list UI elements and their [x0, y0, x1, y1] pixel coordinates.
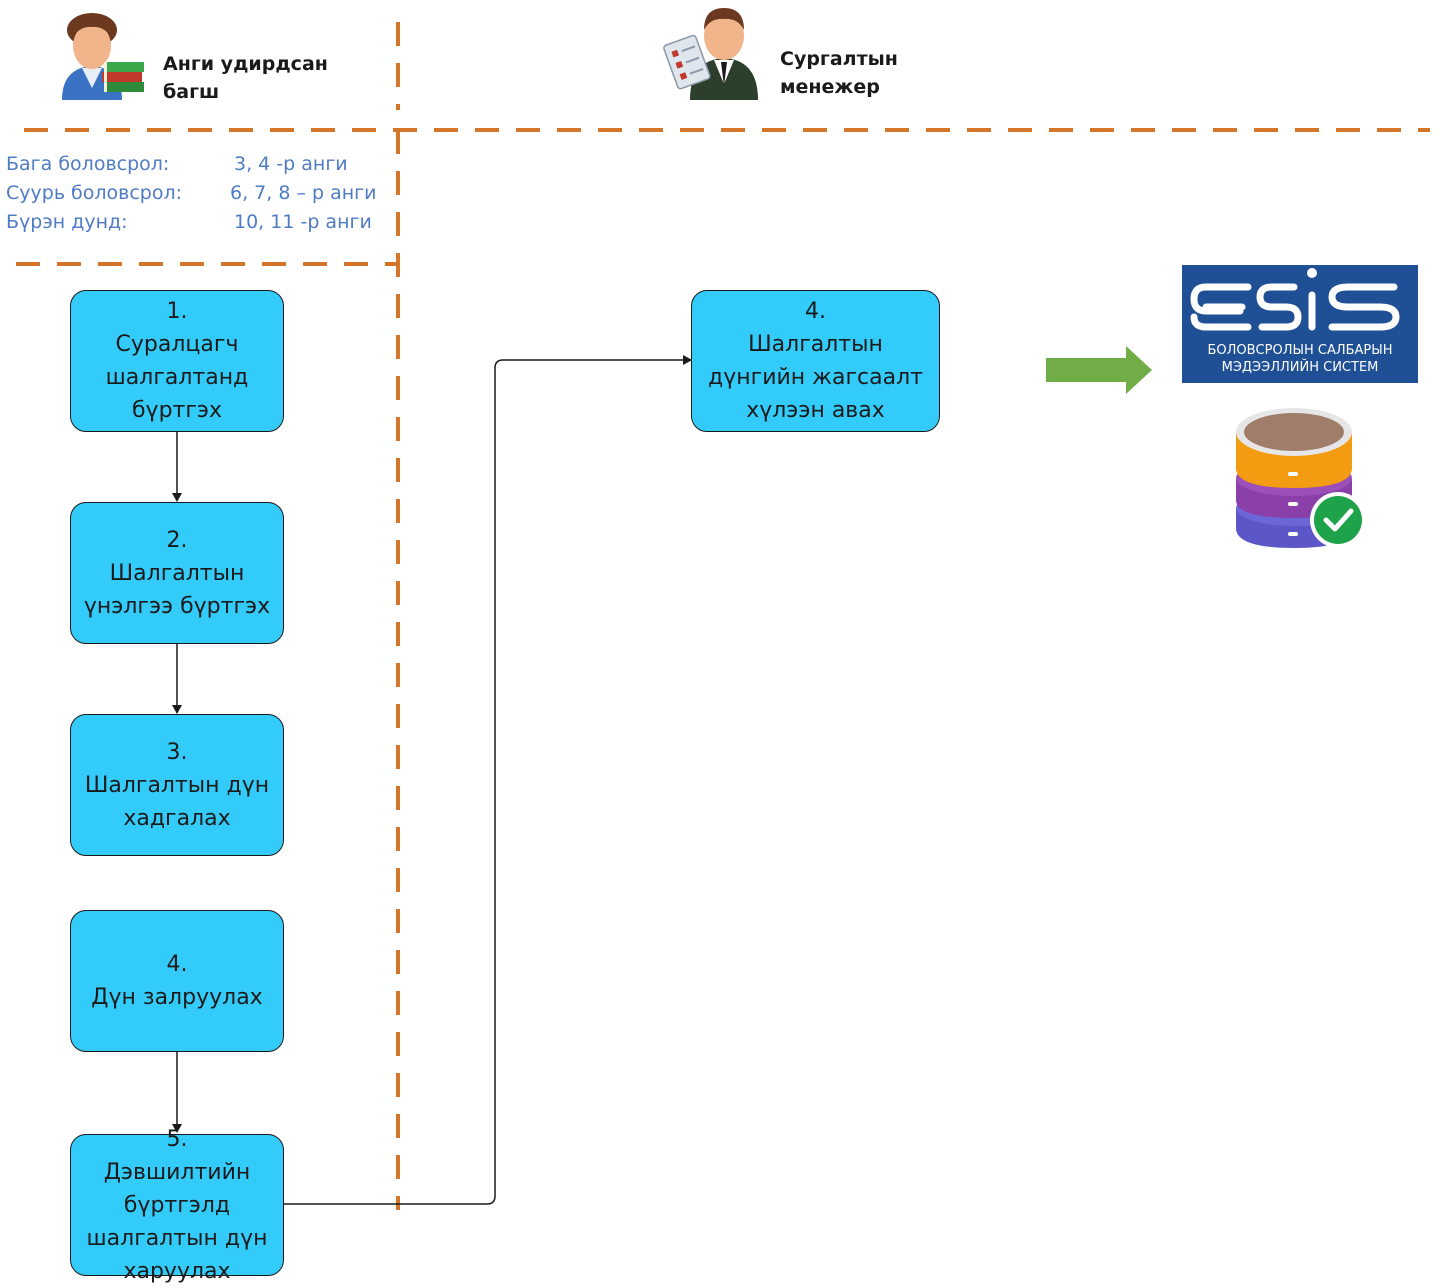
- connectors: [176, 359, 684, 1205]
- step-text: Суралцагч: [115, 332, 239, 357]
- step-text: дүнгийн жагсаалт: [708, 365, 923, 390]
- step-text: Шалгалтын: [109, 560, 245, 586]
- esis-logo: БОЛОВСРОЛЫН САЛБАРЫН МЭДЭЭЛЛИЙН СИСТЕМ: [1182, 265, 1418, 383]
- step-number: 1.: [166, 299, 188, 324]
- level-name: Бүрэн дунд:: [6, 211, 128, 233]
- teacher-role-line2: багш: [163, 81, 220, 103]
- step-text: Дүн залруулах: [91, 985, 263, 1010]
- esis-subtitle-line2: МЭДЭЭЛЛИЙН СИСТЕМ: [1221, 360, 1379, 375]
- database-check-icon: [1236, 408, 1366, 548]
- manager-with-checklist-icon: [663, 8, 758, 100]
- step-receive-results-list[interactable]: 4. Шалгалтын дүнгийн жагсаалт хүлээн ава…: [691, 290, 940, 432]
- step-show-results-promotion[interactable]: 5. Дэвшилтийн бүртгэлд шалгалтын дүн хар…: [70, 1127, 284, 1284]
- manager-role-line2: менежер: [780, 76, 880, 98]
- step-text: шалгалтын дүн: [86, 1225, 268, 1251]
- teacher-with-books-icon: [62, 13, 144, 100]
- education-levels: Бага боловсрол: 3, 4 -р анги Суурь болов…: [6, 150, 386, 237]
- level-row: Суурь боловсрол: 6, 7, 8 – р анги: [6, 179, 386, 208]
- arrowhead-1-2: [172, 493, 182, 502]
- step-text: Шалгалтын дүн: [84, 772, 270, 798]
- arrowheads: [172, 355, 692, 1133]
- step-save-results[interactable]: 3. Шалгалтын дүн хадгалах: [70, 714, 284, 856]
- step-text: Дэвшилтийн: [103, 1159, 251, 1185]
- level-grades: 3, 4 -р анги: [234, 153, 348, 175]
- green-right-arrow-icon: [1046, 346, 1152, 394]
- step-text: хадгалах: [123, 805, 231, 831]
- step-text: шалгалтанд: [105, 365, 249, 390]
- step-number: 4.: [805, 299, 826, 324]
- lane-dividers: [16, 22, 1430, 1210]
- level-row: Бага боловсрол: 3, 4 -р анги: [6, 150, 386, 179]
- step-number: 3.: [166, 739, 188, 765]
- step-register-student[interactable]: 1. Суралцагч шалгалтанд бүртгэх: [70, 290, 284, 432]
- step-correct-results[interactable]: 4. Дүн залруулах: [70, 910, 284, 1052]
- teacher-role-line1: Анги удирдсан: [163, 53, 328, 75]
- step-text: хүлээн авах: [746, 398, 885, 423]
- esis-subtitle-line1: БОЛОВСРОЛЫН САЛБАРЫН: [1207, 343, 1393, 358]
- arrowhead-2-3: [172, 705, 182, 714]
- level-grades: 10, 11 -р анги: [234, 211, 372, 233]
- level-name: Бага боловсрол:: [6, 153, 170, 175]
- level-row: Бүрэн дунд: 10, 11 -р анги: [6, 208, 386, 237]
- step-text: үнэлгээ бүртгэх: [83, 593, 271, 619]
- step-number: 4.: [166, 952, 188, 977]
- level-name: Суурь боловсрол:: [6, 182, 183, 204]
- teacher-role-label: Анги удирдсан багш: [163, 50, 328, 106]
- connector-5-manager: [284, 359, 684, 1205]
- step-register-assessment[interactable]: 2. Шалгалтын үнэлгээ бүртгэх: [70, 502, 284, 644]
- step-text: бүртгэх: [131, 398, 223, 423]
- arrowhead-manager: [683, 355, 692, 365]
- manager-role-label: Сургалтын менежер: [780, 45, 898, 101]
- manager-role-line1: Сургалтын: [780, 48, 898, 70]
- step-text: Шалгалтын: [748, 332, 883, 357]
- step-number: 5.: [166, 1126, 188, 1152]
- esis-wordmark: [1190, 268, 1400, 331]
- step-text: бүртгэлд: [123, 1192, 231, 1218]
- step-number: 2.: [166, 527, 188, 553]
- step-text: харуулах: [123, 1258, 231, 1284]
- level-grades: 6, 7, 8 – р анги: [230, 182, 377, 204]
- arrowhead-4-5: [172, 1124, 182, 1133]
